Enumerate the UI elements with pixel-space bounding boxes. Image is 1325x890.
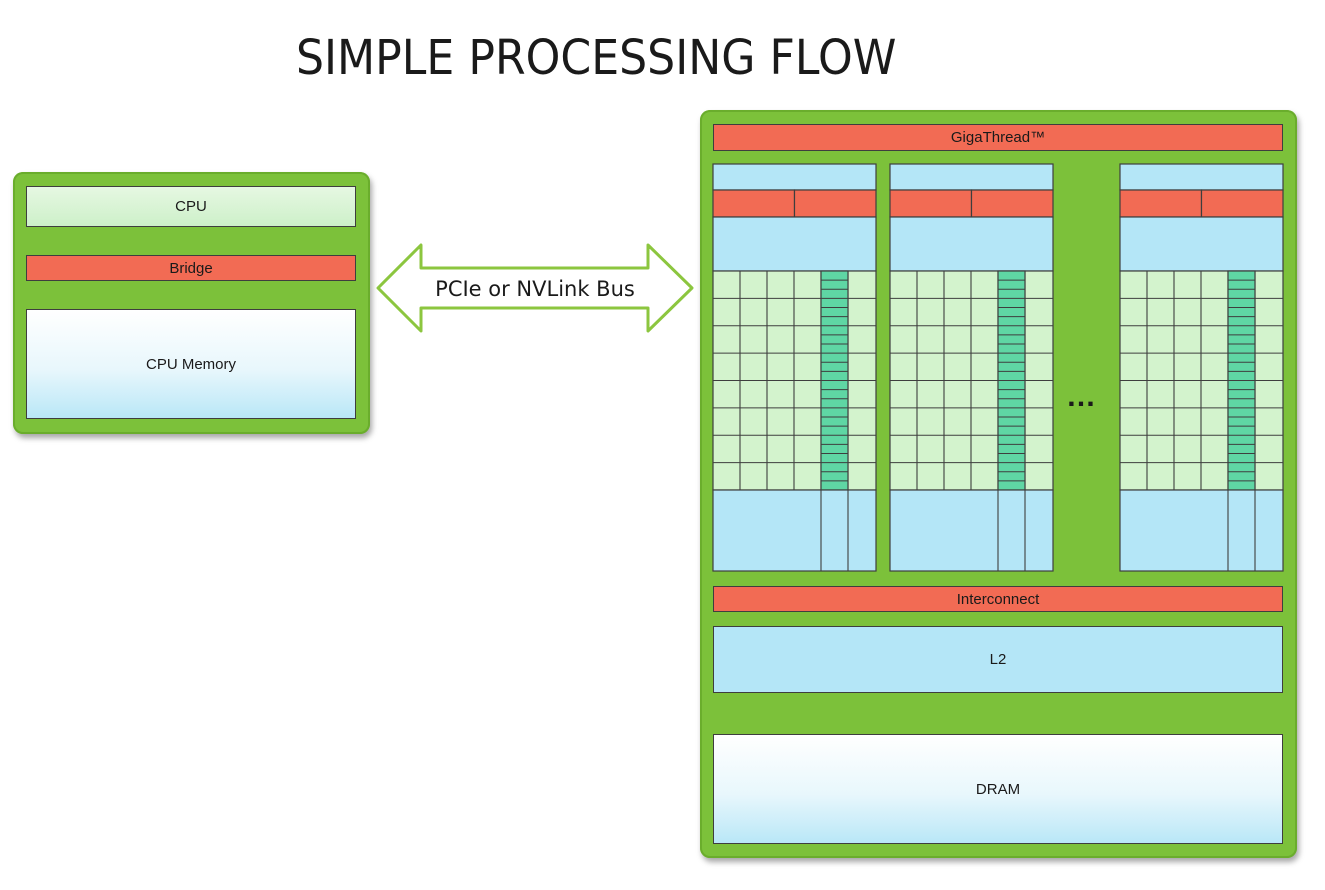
interconnect-box: Interconnect (713, 586, 1283, 612)
cpu-memory-box: CPU Memory (26, 309, 356, 419)
cpu-box: CPU (26, 186, 356, 227)
dram-box: DRAM (713, 734, 1283, 844)
page-title: SIMPLE PROCESSING FLOW (296, 30, 897, 86)
bus-label: PCIe or NVLink Bus (435, 277, 635, 301)
bridge-box: Bridge (26, 255, 356, 281)
more-sms-ellipsis: … (1066, 380, 1098, 413)
l2-cache-box: L2 (713, 626, 1283, 693)
gigathread-box: GigaThread™ (713, 124, 1283, 151)
